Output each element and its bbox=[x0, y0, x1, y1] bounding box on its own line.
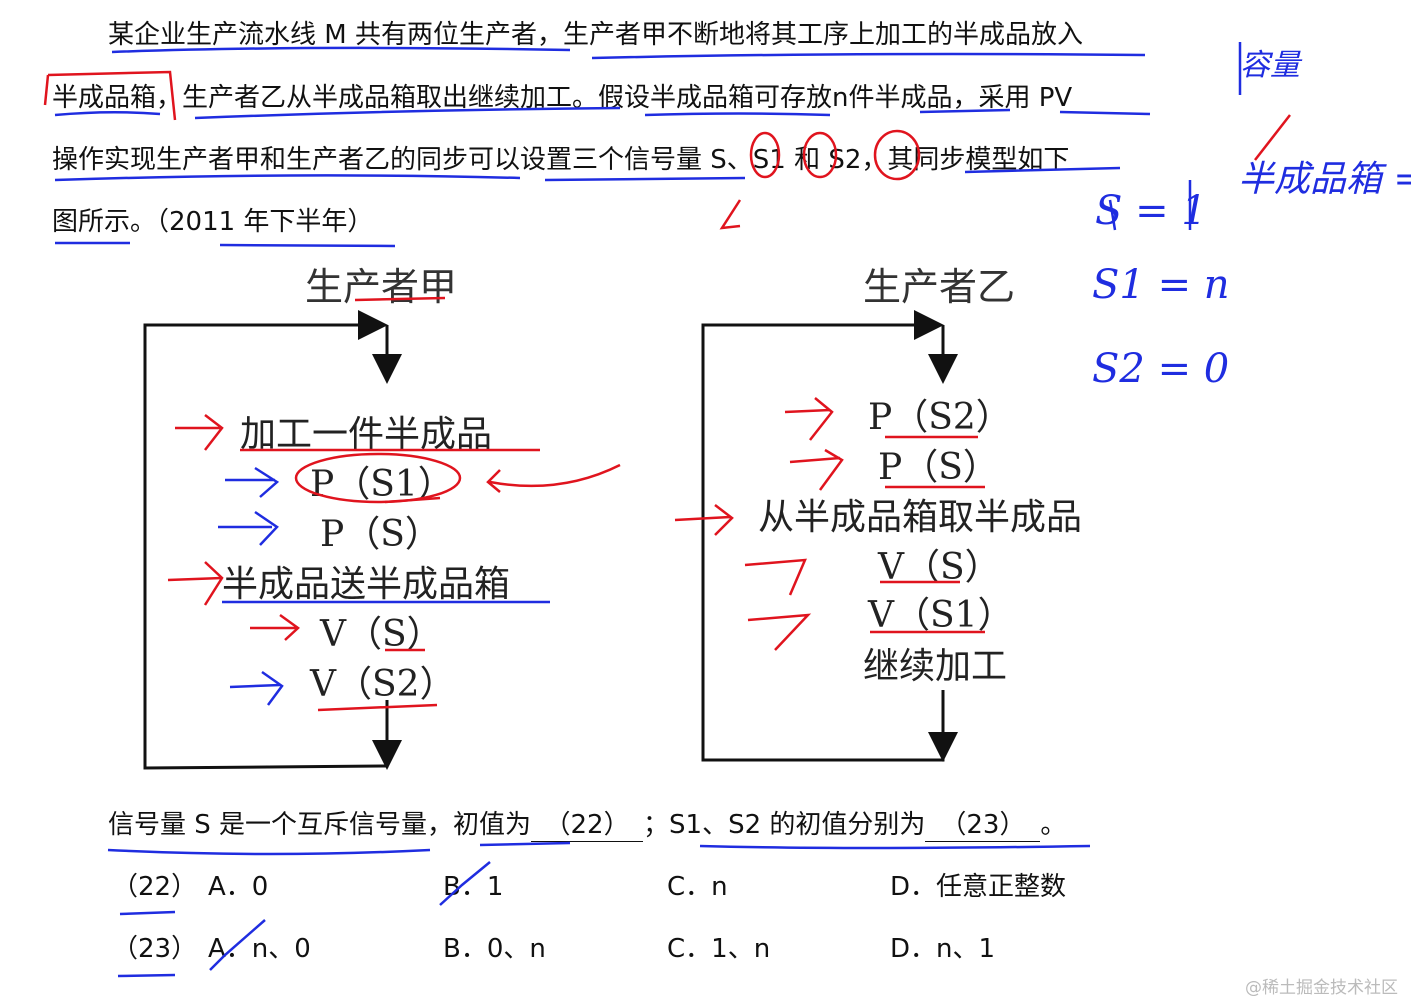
option-num-22: （22） bbox=[112, 872, 198, 902]
left-flow-lines bbox=[143, 310, 402, 770]
watermark: @稀土掘金技术社区 bbox=[1245, 978, 1398, 998]
question-line-4: 图所示。（2011 年下半年） bbox=[52, 207, 374, 237]
sentence-part-b: ；S1、S2 的初值分别为 bbox=[643, 810, 926, 840]
blank-22: （22） bbox=[531, 804, 644, 842]
left-step-3: P（S） bbox=[320, 514, 441, 555]
annotation-capacity-label: 容量 bbox=[1240, 48, 1300, 83]
sentence-end: 。 bbox=[1040, 810, 1067, 840]
left-title: 生产者甲 bbox=[305, 265, 458, 309]
left-step-6: V（S2） bbox=[310, 664, 456, 705]
annotation-capacity: 半成品箱 = n bbox=[1238, 159, 1411, 200]
left-step-5: V（S） bbox=[320, 614, 443, 655]
annotation-s1: S1 = n bbox=[1092, 262, 1230, 308]
option-num-23: （23） bbox=[112, 934, 198, 964]
option-23-b[interactable]: B．0、n bbox=[443, 934, 546, 964]
option-23-a[interactable]: A．n、0 bbox=[208, 934, 311, 964]
question-line-3: 操作实现生产者甲和生产者乙的同步可以设置三个信号量 S、S1 和 S2，其同步模… bbox=[52, 145, 1070, 175]
option-23-c[interactable]: C．1、n bbox=[667, 934, 771, 964]
right-step-2: P（S） bbox=[878, 447, 999, 488]
red-annotations bbox=[43, 70, 1291, 712]
right-step-3: 从半成品箱取半成品 bbox=[758, 497, 1083, 538]
sentence-part-a: 信号量 S 是一个互斥信号量，初值为 bbox=[108, 810, 532, 840]
option-22-a[interactable]: A．0 bbox=[208, 872, 269, 902]
blank-23: （23） bbox=[925, 804, 1041, 842]
option-22-c[interactable]: C．n bbox=[667, 872, 728, 902]
annotation-s2: S2 = 0 bbox=[1092, 346, 1230, 392]
left-step-1: 加工一件半成品 bbox=[240, 414, 493, 455]
option-22-d[interactable]: D．任意正整数 bbox=[890, 872, 1067, 902]
right-flow-lines bbox=[701, 310, 958, 762]
left-step-4: 半成品送半成品箱 bbox=[222, 564, 511, 605]
question-line-1: 某企业生产流水线 M 共有两位生产者，生产者甲不断地将其工序上加工的半成品放入 bbox=[108, 20, 1083, 50]
right-title: 生产者乙 bbox=[863, 265, 1016, 309]
right-step-1: P（S2） bbox=[868, 397, 1012, 438]
blank-sentence: 信号量 S 是一个互斥信号量，初值为（22）；S1、S2 的初值分别为（23）。 bbox=[108, 804, 1066, 842]
option-23-d[interactable]: D．n、1 bbox=[890, 934, 996, 964]
blue-underline-annotations bbox=[54, 42, 1242, 978]
right-step-6: 继续加工 bbox=[863, 646, 1008, 687]
right-step-5: V（S1） bbox=[868, 595, 1014, 636]
